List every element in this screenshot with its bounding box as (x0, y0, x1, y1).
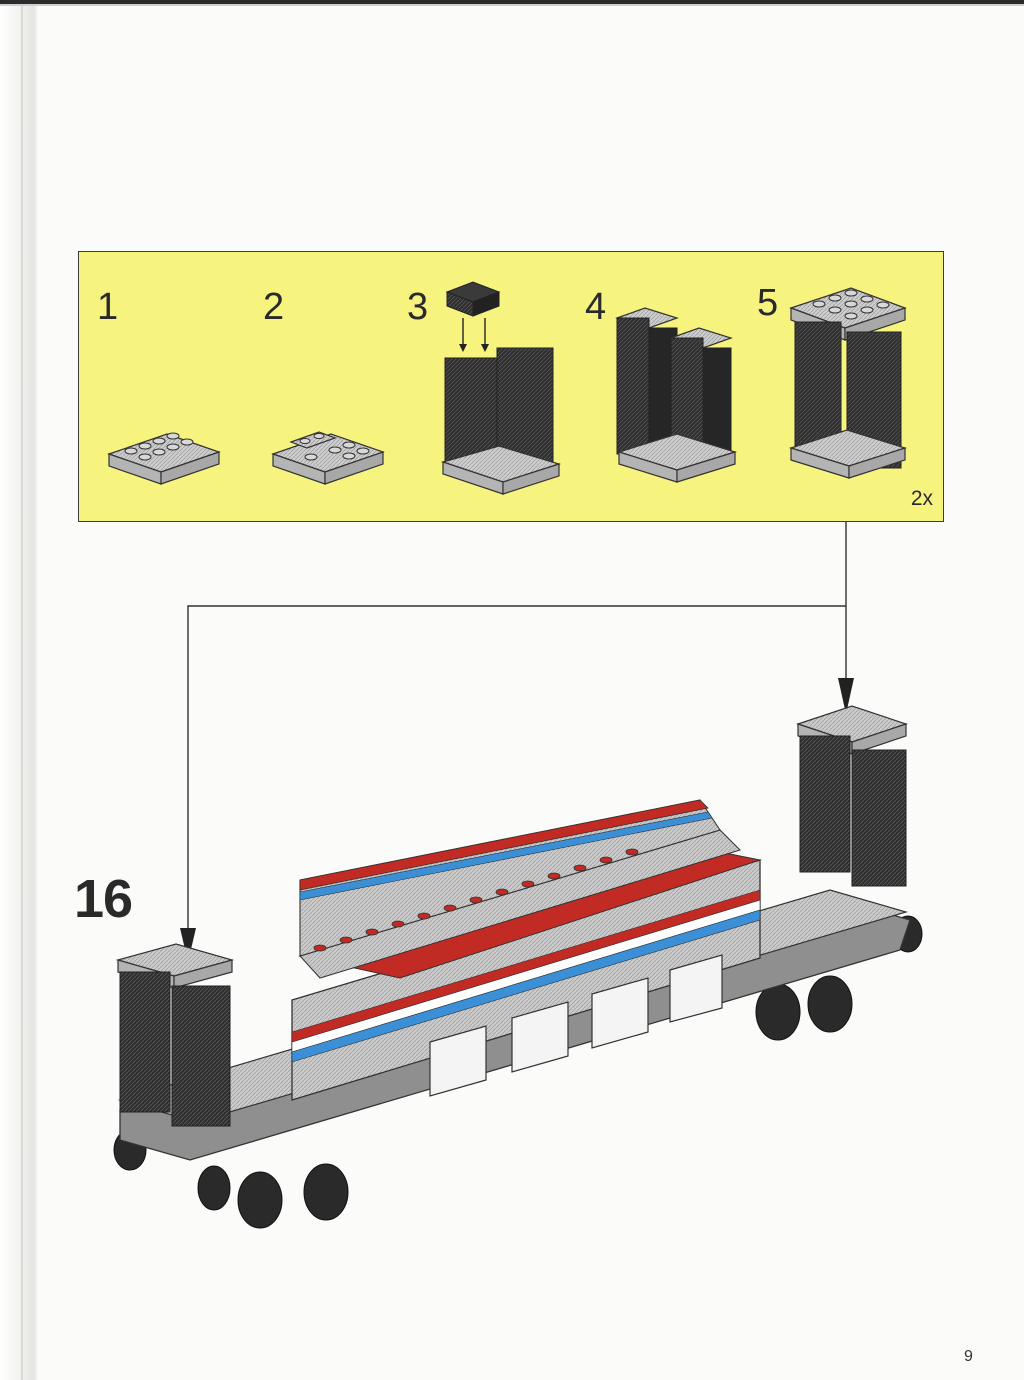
right-tower (798, 706, 906, 886)
page-number: 9 (964, 1348, 973, 1366)
left-tower (118, 944, 232, 1126)
